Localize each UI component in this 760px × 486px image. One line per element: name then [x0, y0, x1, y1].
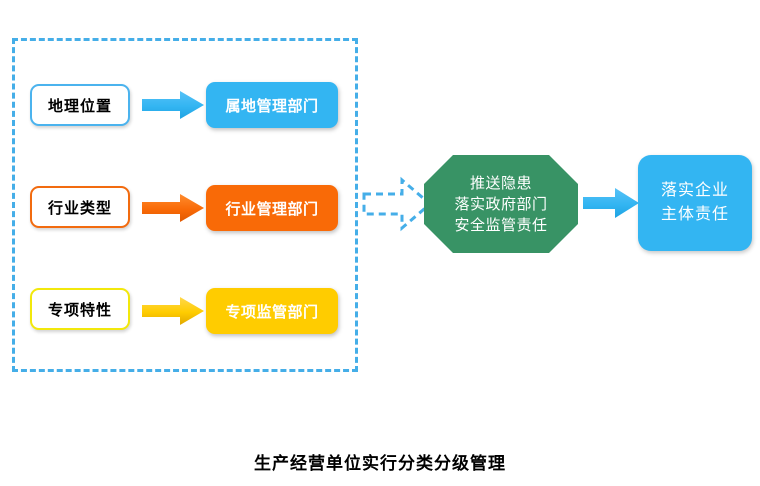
arrow-geography-to-territorial [142, 90, 204, 120]
source-box-geography-label: 地理位置 [47, 97, 112, 115]
source-box-industry[interactable]: 行业类型 [30, 186, 130, 228]
dept-box-territorial-label: 属地管理部门 [225, 97, 319, 115]
source-box-special[interactable]: 专项特性 [30, 288, 130, 330]
source-box-industry-label: 行业类型 [47, 199, 112, 217]
dept-box-industry-label: 行业管理部门 [225, 200, 319, 218]
dept-box-special[interactable]: 专项监管部门 [206, 288, 338, 334]
dept-box-special-label: 专项监管部门 [225, 303, 319, 321]
final-box-enterprise-responsibility[interactable]: 落实企业 主体责任 [638, 155, 752, 251]
final-box-line-2: 主体责任 [660, 206, 729, 223]
arrow-industry-to-industry-dept [142, 193, 204, 223]
diagram-caption: 生产经营单位实行分类分级管理 [254, 454, 506, 473]
arrow-special-to-special-dept [142, 296, 204, 326]
arrow-octagon-to-enterprise [583, 187, 639, 219]
final-box-line-1: 落实企业 [660, 182, 729, 199]
arrow-dashed-to-octagon [362, 176, 433, 232]
dept-box-industry[interactable]: 行业管理部门 [206, 185, 338, 231]
classification-group-box [12, 38, 358, 372]
source-box-special-label: 专项特性 [47, 301, 112, 319]
source-box-geography[interactable]: 地理位置 [30, 84, 130, 126]
octagon-push-hazard[interactable] [424, 155, 578, 253]
dept-box-territorial[interactable]: 属地管理部门 [206, 82, 338, 128]
